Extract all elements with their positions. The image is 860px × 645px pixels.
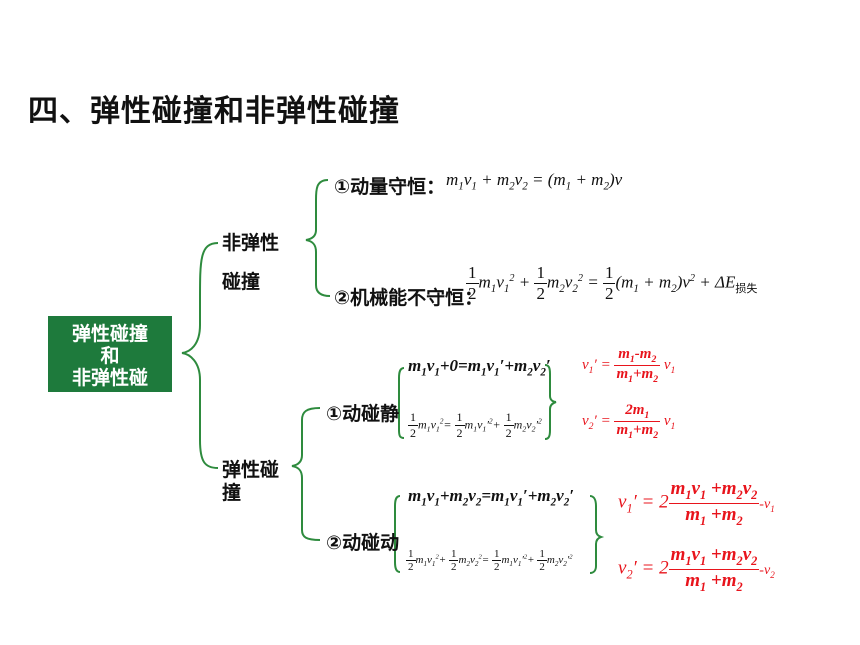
branch-inelastic-line2: 碰撞	[222, 272, 261, 293]
static-momentum-formula: m1v1+0=m1v1′+m2v2′	[408, 356, 551, 379]
moving-momentum-formula: m1v1+m2v2=m1v1′+m2v2′	[408, 486, 574, 509]
center-box-line1: 弹性碰撞	[71, 324, 148, 345]
page-title: 四、弹性碰撞和非弹性碰撞	[28, 95, 400, 128]
inelastic-bracket	[305, 179, 331, 297]
center-box-line2: 和	[100, 346, 120, 367]
center-box: 弹性碰撞 和 非弹性碰	[48, 316, 172, 392]
center-box-line3: 非弹性碰	[71, 368, 148, 389]
energy-loss-sub: 损失	[735, 282, 758, 295]
moving-right-bracket	[589, 495, 605, 574]
static-left-bracket	[398, 367, 405, 439]
moving-left-bracket	[394, 495, 401, 573]
inelastic-momentum-formula: m1v1 + m2v2 = (m1 + m2)v	[446, 170, 623, 193]
elastic-moving-label: ②动碰动	[326, 533, 400, 554]
energy-loss-symbol: ΔE	[715, 272, 736, 292]
branch-inelastic-line1: 非弹性	[222, 233, 280, 254]
elastic-static-label: ①动碰静	[326, 404, 400, 425]
inelastic-momentum-label: ①动量守恒：	[334, 177, 446, 198]
main-bracket	[181, 242, 219, 469]
branch-elastic-line2: 撞	[222, 483, 242, 504]
elastic-bracket	[291, 407, 321, 541]
inelastic-energy-label: ②机械能不守恒：	[334, 288, 484, 309]
static-right-bracket	[544, 364, 557, 440]
branch-elastic-line1: 弹性碰	[222, 460, 280, 481]
